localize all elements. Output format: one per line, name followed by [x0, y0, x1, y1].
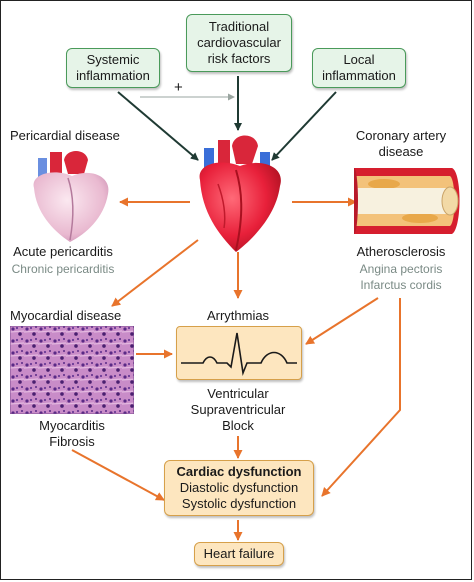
plus-sign: +	[174, 79, 183, 96]
cardiac-dysfunction-title: Cardiac dysfunction	[176, 464, 302, 479]
heart-failure-box: Heart failure	[194, 542, 284, 566]
diastolic-dysfunction-label: Diastolic dysfunction	[179, 480, 299, 495]
chronic-pericarditis-label: Chronic pericarditis	[11, 262, 115, 276]
traditional-risk-factors-box: Traditional cardiovascular risk factors	[186, 14, 292, 72]
angina-pectoris-label: Angina pectoris	[359, 262, 443, 276]
pericardial-heading: Pericardial disease	[10, 128, 120, 143]
arrow-fibrosis-to-dysfunction	[71, 449, 165, 501]
atherosclerosis-label: Atherosclerosis	[356, 244, 446, 259]
ecg-panel	[176, 326, 302, 380]
arrow-local-to-heart	[271, 91, 337, 161]
coronary-heading-line-2: disease	[378, 144, 424, 159]
arrow-heart-to-myocardial	[111, 239, 199, 307]
arrythmias-heading: Arrythmias	[206, 308, 270, 323]
artery-illustration	[354, 168, 460, 234]
cardiac-dysfunction-box: Cardiac dysfunction Diastolic dysfunctio…	[164, 460, 314, 516]
systemic-line-2: inflammation	[76, 68, 150, 83]
supraventricular-label: Supraventricular	[190, 402, 286, 417]
block-label: Block	[222, 418, 254, 433]
ventricular-label: Ventricular	[207, 386, 269, 401]
arrow-coronary-to-dysfunction	[321, 298, 401, 497]
heart-illustration	[199, 135, 281, 252]
systolic-dysfunction-label: Systolic dysfunction	[181, 496, 297, 511]
local-line-2: inflammation	[322, 68, 396, 83]
arrow-systemic-to-heart	[117, 91, 199, 161]
traditional-line-3: risk factors	[207, 51, 271, 66]
myocardial-heading: Myocardial disease	[10, 308, 122, 323]
fibrosis-label: Fibrosis	[49, 434, 95, 449]
traditional-line-2: cardiovascular	[197, 35, 281, 50]
infarctus-cordis-label: Infarctus cordis	[360, 278, 442, 292]
heart-failure-label: Heart failure	[203, 546, 275, 561]
pericardial-heart-illustration	[33, 151, 109, 242]
systemic-line-1: Systemic	[86, 52, 140, 67]
myocardial-histology-image	[10, 326, 134, 414]
local-inflammation-box: Local inflammation	[312, 48, 406, 88]
myocarditis-label: Myocarditis	[39, 418, 105, 433]
acute-pericarditis-label: Acute pericarditis	[13, 244, 113, 259]
local-line-1: Local	[343, 52, 375, 67]
traditional-line-1: Traditional	[208, 19, 270, 34]
coronary-heading-line-1: Coronary artery	[355, 128, 447, 143]
ecg-waveform	[181, 332, 297, 377]
systemic-inflammation-box: Systemic inflammation	[66, 48, 160, 88]
arrow-coronary-to-ecg	[305, 297, 379, 345]
